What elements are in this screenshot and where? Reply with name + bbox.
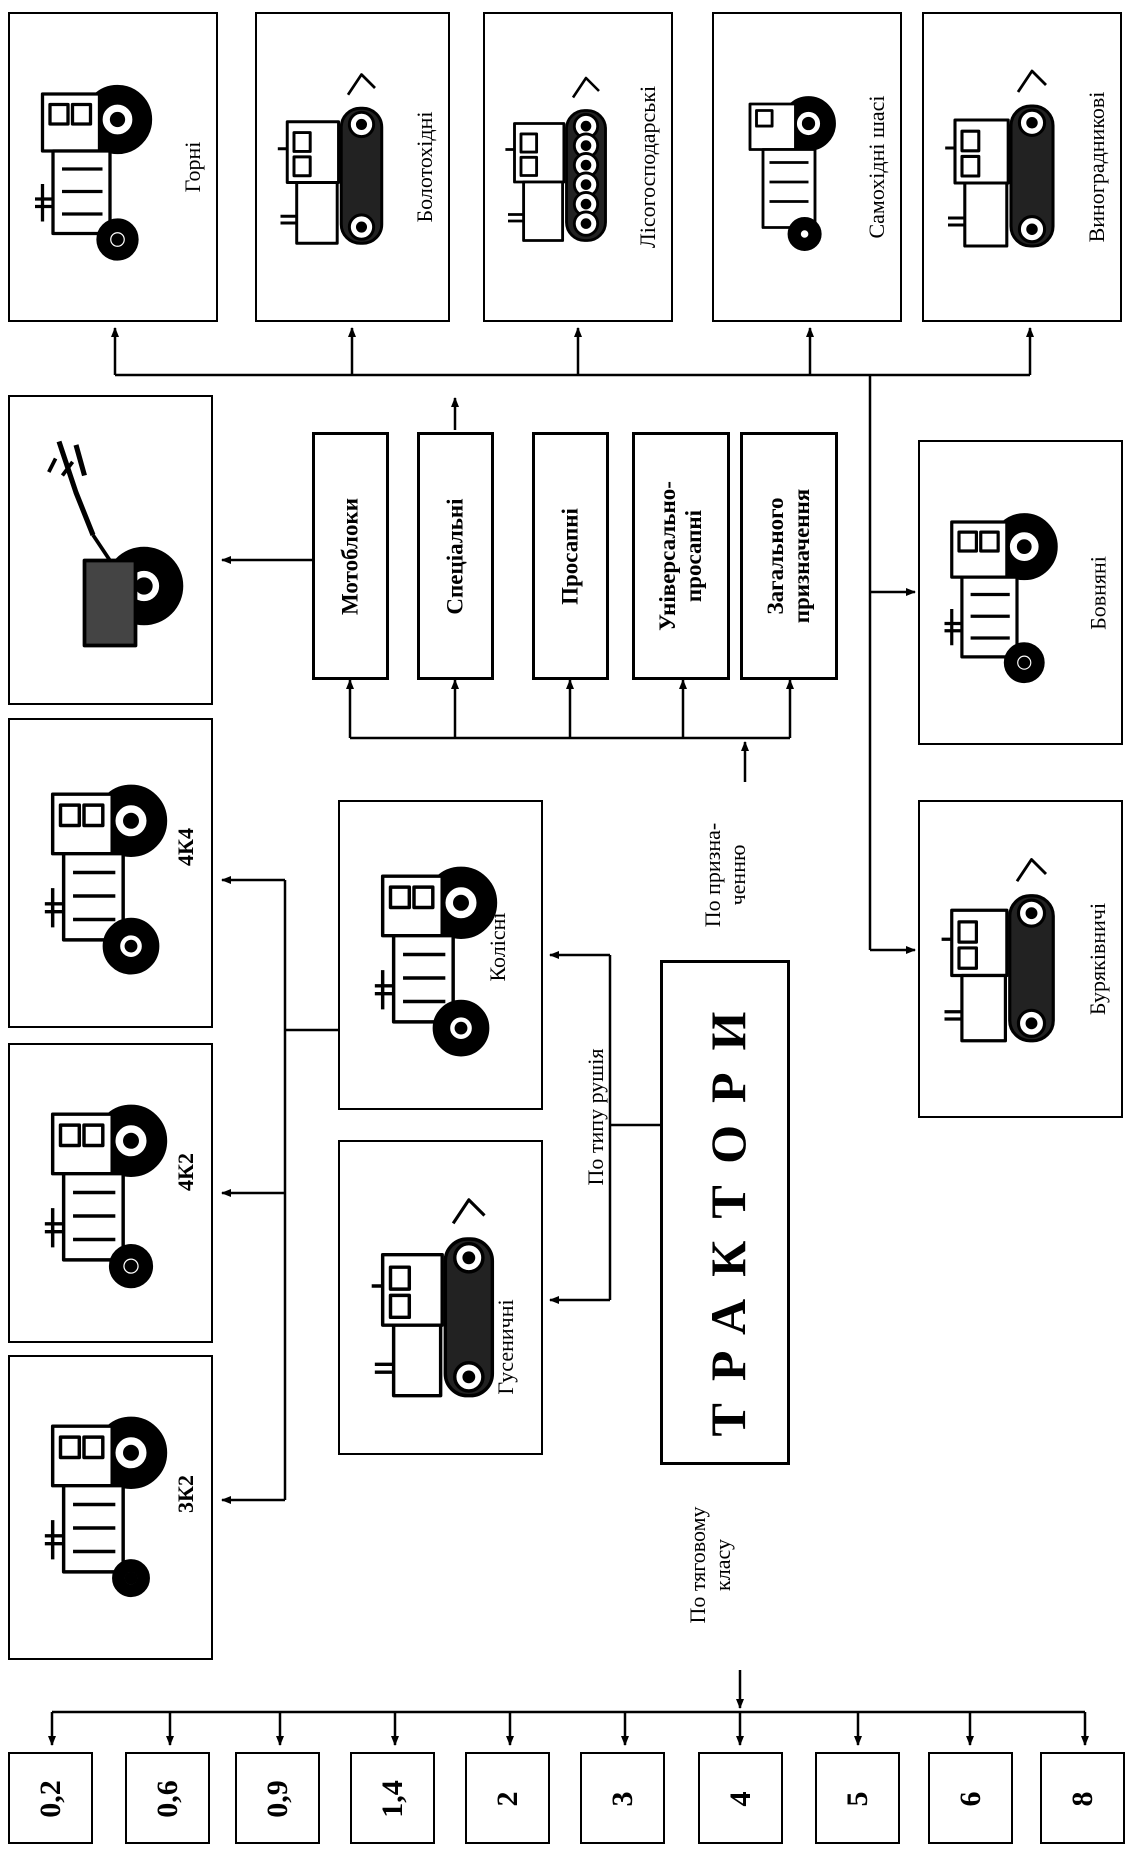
by-class-label: По тяговому класу — [685, 1490, 745, 1640]
traction-class-box: 1,4 — [350, 1752, 435, 1844]
special-type-frame: Самохідні шасі — [712, 12, 902, 322]
traction-class-box: 0,6 — [125, 1752, 210, 1844]
special-type-label: Горні — [178, 27, 208, 307]
special-type-frame: Виноградникові — [922, 12, 1122, 322]
special-type-label: Лісогосподарські — [633, 27, 663, 307]
wheel-formula-4k2-frame: 4К2 — [8, 1043, 213, 1343]
traction-class-box: 8 — [1040, 1752, 1125, 1844]
wheel-formula-label: 3К2 — [173, 1454, 207, 1534]
special-type-frame: Бовняні — [918, 440, 1123, 745]
by-propulsion-label: По типу рушія — [583, 1007, 617, 1227]
traction-class-value: 4 — [721, 1754, 761, 1844]
wheeled-tractor-icon — [930, 472, 1075, 717]
traction-class-box: 6 — [928, 1752, 1013, 1844]
purpose-label: Спеціальні — [421, 441, 490, 671]
special-type-frame: Болотохідні — [255, 12, 450, 322]
traction-class-box: 3 — [580, 1752, 665, 1844]
traction-class-value: 8 — [1063, 1754, 1103, 1844]
main-title-box: ТРАКТОРИ — [660, 960, 790, 1465]
propulsion-label: Колісні — [485, 887, 515, 1007]
special-type-label: Самохідні шасі — [862, 27, 892, 307]
wheeled-tractor-icon — [25, 1075, 190, 1310]
propulsion-crawler-frame: Гусеничні — [338, 1140, 543, 1455]
page-title: ТРАКТОРИ — [693, 958, 763, 1468]
wheel-formula-label: 4К4 — [173, 807, 207, 887]
self-propelled-chassis-icon — [724, 44, 854, 294]
purpose-label: Універсально- просапні — [636, 441, 726, 671]
traction-class-value: 0,6 — [148, 1754, 188, 1844]
special-type-frame: Буряківничі — [918, 800, 1123, 1118]
special-type-frame: Лісогосподарські — [483, 12, 673, 322]
wheel-formula-4k4-frame: 4К4 — [8, 718, 213, 1028]
traction-class-box: 2 — [465, 1752, 550, 1844]
special-type-label: Болотохідні — [410, 27, 440, 307]
purpose-box: Універсально- просапні — [632, 432, 730, 680]
crawler-tractor-icon — [930, 832, 1075, 1090]
walk-behind-tractor-icon — [25, 422, 195, 682]
purpose-label: Загального призначення — [744, 441, 834, 671]
traction-class-value: 6 — [951, 1754, 991, 1844]
traction-class-box: 5 — [815, 1752, 900, 1844]
purpose-box: Мотоблоки — [312, 432, 389, 680]
purpose-box: Спеціальні — [417, 432, 494, 680]
wheeled-tractor-icon — [25, 755, 190, 990]
special-type-label: Буряківничі — [1083, 815, 1113, 1103]
wheel-formula-3k2-frame: 3К2 — [8, 1355, 213, 1660]
propulsion-wheeled-frame: Колісні — [338, 800, 543, 1110]
purpose-box: Просапні — [532, 432, 609, 680]
traction-class-box: 4 — [698, 1752, 783, 1844]
traction-class-value: 0,2 — [31, 1754, 71, 1844]
purpose-label: Просапні — [536, 441, 605, 671]
traction-class-box: 0,2 — [8, 1752, 93, 1844]
wheeled-tractor-icon — [20, 44, 170, 294]
traction-class-value: 0,9 — [258, 1754, 298, 1844]
crawler-tractor-icon — [934, 44, 1074, 294]
wheeled-tractor-icon — [25, 1387, 190, 1622]
forestry-crawler-icon — [495, 44, 625, 294]
traction-class-value: 2 — [488, 1754, 528, 1844]
wheel-formula-label: 4К2 — [173, 1132, 207, 1212]
traction-class-value: 1,4 — [373, 1754, 413, 1844]
purpose-label: Мотоблоки — [316, 441, 385, 671]
traction-class-value: 3 — [603, 1754, 643, 1844]
purpose-box: Загального призначення — [740, 432, 838, 680]
special-type-label: Виноградникові — [1082, 27, 1112, 307]
by-purpose-label: По призна- ченню — [700, 805, 760, 945]
crawler-tractor-icon — [267, 44, 402, 294]
traction-class-value: 5 — [838, 1754, 878, 1844]
special-type-label: Бовняні — [1083, 455, 1113, 730]
propulsion-label: Гусеничні — [493, 1267, 523, 1427]
traction-class-box: 0,9 — [235, 1752, 320, 1844]
motoblock-frame — [8, 395, 213, 705]
special-type-frame: Горні — [8, 12, 218, 322]
